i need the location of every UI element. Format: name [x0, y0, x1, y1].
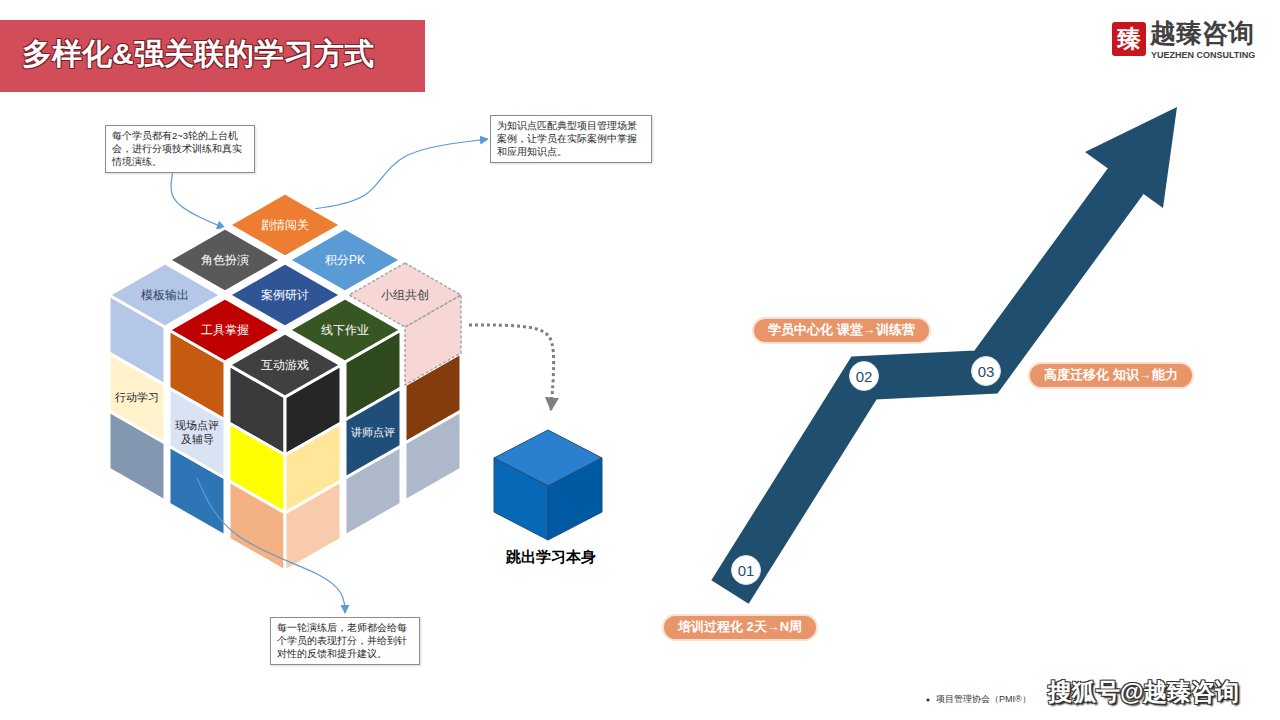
callout-box: 每个学员都有2~3轮的上台机会，进行分项技术训练和真实情境演练。: [105, 125, 255, 173]
cube-face: [169, 388, 225, 478]
cube-face: [229, 333, 341, 397]
face-label: 工具掌握: [201, 323, 249, 338]
stage-pill: 高度迁移化 知识→能力: [1028, 362, 1194, 389]
cube-face: [405, 411, 461, 501]
cube-face: [494, 458, 548, 540]
cube-face-node: 讲师点评: [345, 388, 401, 478]
step-number-circle: 02: [849, 361, 879, 391]
cube-caption: 跳出学习本身: [490, 548, 612, 567]
face-label: 案例研讨: [261, 288, 309, 303]
title-banner: [0, 20, 425, 92]
face-label: 模板输出: [141, 288, 189, 303]
face-label: 小组共创: [381, 288, 429, 303]
callout-text: 为知识点匹配典型项目管理场景案例，让学员在实际案例中掌握和应用知识点。: [497, 120, 645, 158]
face-label: 行动学习: [114, 391, 160, 405]
face-label: 现场点评 及辅导: [174, 419, 220, 447]
cube-face-node: 行动学习: [109, 353, 165, 443]
pill-text: 学员中心化 课堂→训练营: [768, 322, 915, 339]
step-number-circle: 03: [971, 356, 1001, 386]
pill-text: 高度迁移化 知识→能力: [1044, 367, 1178, 384]
footer-bullet: [926, 698, 929, 701]
face-label: 积分PK: [325, 253, 365, 268]
logo-icon: [1112, 22, 1146, 56]
logo-mark: 臻: [1112, 22, 1146, 56]
stage-pill: 培训过程化 2天→N周: [662, 614, 818, 641]
footer-note: 项目管理协会（PMI®）: [936, 694, 1031, 704]
step-number: 02: [856, 368, 873, 385]
face-label: 讲师点评: [350, 426, 396, 440]
callout-leader: [171, 173, 225, 228]
cube-face: [548, 458, 602, 540]
cube-face-node: 现场点评 及辅导: [169, 388, 225, 478]
pill-text: 培训过程化 2天→N周: [678, 619, 802, 636]
dotted-move-arrow: [469, 325, 554, 410]
callout-leader: [313, 139, 488, 209]
callout-text: 每个学员都有2~3轮的上台机会，进行分项技术训练和真实情境演练。: [112, 130, 248, 168]
step-number: 03: [978, 363, 995, 380]
blue-cube: 跳出学习本身: [490, 422, 612, 577]
face-label: 角色扮演: [201, 253, 249, 268]
callout-box: 为知识点匹配典型项目管理场景案例，让学员在实际案例中掌握和应用知识点。: [490, 115, 652, 163]
title: 多样化&强关联的学习方式: [22, 36, 374, 72]
face-label: 互动游戏: [261, 358, 309, 373]
callout-text: 每一轮演练后，老师都会给每个学员的表现打分，并给到针对性的反馈和提升建议。: [277, 622, 413, 660]
cube-faces: [109, 295, 461, 571]
logo-name: 越臻咨询: [1150, 19, 1254, 49]
callout-box: 每一轮演练后，老师都会给每个学员的表现打分，并给到针对性的反馈和提升建议。: [270, 617, 420, 665]
logo-subtitle: YUEZHEN CONSULTING: [1151, 50, 1255, 60]
cube-face: [285, 481, 341, 571]
cube-face: [229, 481, 285, 571]
growth-arrow-head: [1085, 107, 1177, 208]
cube-face: [345, 388, 401, 478]
face-label: 剧情闯关: [261, 218, 309, 233]
cube-face-node: 互动游戏: [229, 333, 341, 397]
face-label: 线下作业: [321, 323, 369, 338]
watermark: 搜狐号@越臻咨询: [1048, 678, 1239, 706]
callout-leader: [197, 478, 345, 613]
step-number-circle: 01: [731, 555, 761, 585]
stage-pill: 学员中心化 课堂→训练营: [752, 317, 931, 344]
step-number: 01: [738, 562, 755, 579]
cube-face: [109, 353, 165, 443]
